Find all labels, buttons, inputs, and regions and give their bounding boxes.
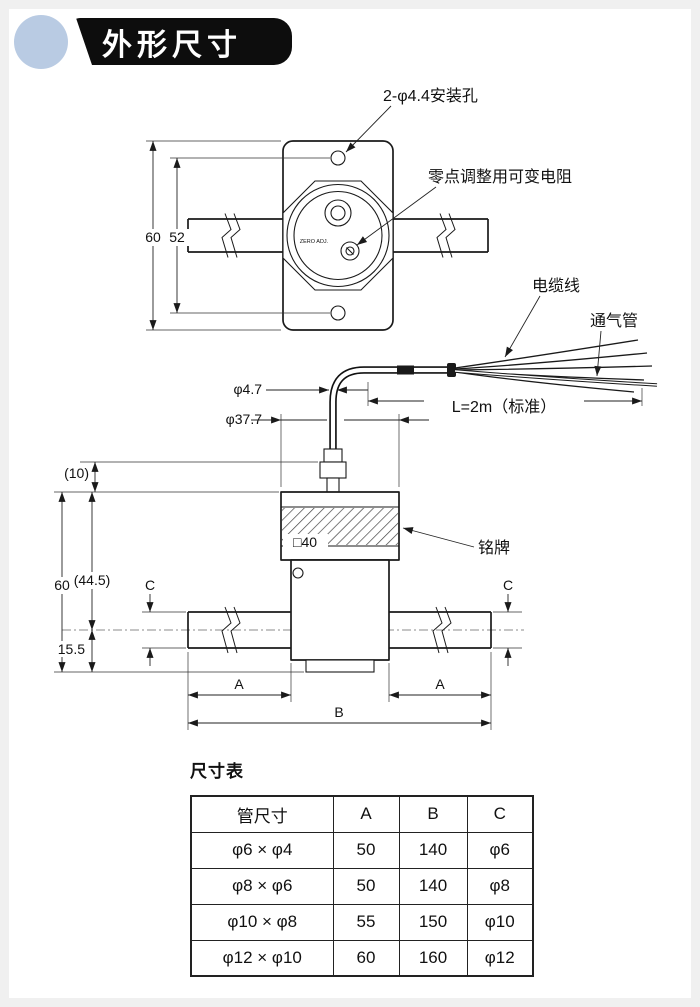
main-body [290, 559, 390, 661]
cell-pipe-size: φ12 × φ10 [190, 939, 334, 977]
col-header-b: B [398, 795, 468, 833]
dim-neck-height: (10) [64, 465, 89, 481]
cell-pipe-size: φ10 × φ8 [190, 903, 334, 941]
dim-body-square: □40 [293, 534, 317, 550]
col-header-a: A [332, 795, 400, 833]
cable-ferrule [397, 365, 414, 375]
cell-b: 140 [398, 867, 468, 905]
sensor-body-octagon [282, 180, 394, 291]
cable [329, 366, 452, 452]
table-row: φ6 × φ4 50 140 φ6 [190, 831, 534, 869]
pipe-break-symbol [432, 606, 452, 654]
dim-c-left: C [145, 577, 155, 593]
cell-b: 150 [398, 903, 468, 941]
col-header-c: C [466, 795, 534, 833]
front-view: ZERO ADJ. [187, 140, 489, 331]
front-view-labels: 2-φ4.4安装孔 零点调整用可变电阻 [345, 87, 572, 246]
dim-lower-height: 15.5 [58, 641, 85, 657]
cable-length-label: L=2m（标准） [452, 398, 556, 416]
pipe-break-symbol [221, 606, 241, 654]
cell-pipe-size: φ8 × φ6 [190, 867, 334, 905]
dim-cable-dia: φ4.7 [233, 381, 262, 397]
pipe-right-front [393, 213, 489, 258]
front-view-dimensions: 60 52 [139, 140, 330, 331]
zero-adj-text: ZERO ADJ. [300, 239, 329, 245]
mounting-hole-bottom [330, 305, 346, 321]
side-view [62, 339, 658, 673]
zero-adjust-label: 零点调整用可变电阻 [428, 168, 572, 186]
cable-split-wrap [447, 363, 456, 377]
dim-body-height: 60 [54, 577, 70, 593]
nameplate-label: 铭牌 [478, 539, 510, 557]
cell-c: φ12 [466, 939, 534, 977]
dim-52: 52 [169, 229, 185, 245]
page-title-banner: 外形尺寸 [76, 18, 292, 65]
cable-wires [454, 339, 653, 393]
side-view-dimensions: φ4.7 φ37.7 (10) 60 (44.5) [48, 381, 522, 730]
cell-b: 140 [398, 831, 468, 869]
dim-b: B [334, 704, 343, 720]
center-nut [324, 199, 352, 227]
cable-connector [319, 448, 347, 493]
pipe-left-front [187, 213, 283, 258]
header-accent-circle [14, 15, 68, 69]
dim-a-left: A [234, 676, 244, 692]
page-title: 外形尺寸 [102, 28, 242, 62]
zero-adjust-resistor [340, 241, 360, 261]
table-row: φ12 × φ10 60 160 φ12 [190, 939, 534, 977]
table-row: φ10 × φ8 55 150 φ10 [190, 903, 534, 941]
dim-a-right: A [435, 676, 445, 692]
dim-upper-height: (44.5) [74, 572, 111, 588]
cell-b: 160 [398, 939, 468, 977]
dim-60-front: 60 [145, 229, 161, 245]
cell-a: 50 [332, 867, 400, 905]
mounting-holes-label: 2-φ4.4安装孔 [383, 87, 478, 105]
cell-a: 60 [332, 939, 400, 977]
col-header-pipe-size: 管尺寸 [190, 795, 334, 833]
cell-a: 55 [332, 903, 400, 941]
cell-c: φ8 [466, 867, 534, 905]
cell-c: φ6 [466, 831, 534, 869]
cable-label: 电缆线 [532, 277, 580, 295]
mounting-hole-top [330, 150, 346, 166]
cell-pipe-size: φ6 × φ4 [190, 831, 334, 869]
pipe-break-symbol [221, 213, 241, 258]
table-row: φ8 × φ6 50 140 φ8 [190, 867, 534, 905]
dimension-table-section: 尺寸表 管尺寸 A B C φ6 × φ4 50 140 φ6 [190, 757, 534, 977]
dimension-table: 管尺寸 A B C φ6 × φ4 50 140 φ6 φ8 × φ6 50 1… [190, 795, 534, 977]
pipe-right-side [389, 606, 492, 654]
pipe-break-symbol [436, 213, 456, 258]
dim-cap-dia: φ37.7 [226, 411, 263, 427]
cell-a: 50 [332, 831, 400, 869]
dim-c-right: C [503, 577, 513, 593]
table-header-row: 管尺寸 A B C [190, 795, 534, 833]
body-base [305, 659, 375, 673]
cell-c: φ10 [466, 903, 534, 941]
side-view-labels: 电缆线 通气管 L=2m（标准） 铭牌 [367, 277, 643, 557]
table-title: 尺寸表 [190, 762, 244, 781]
pipe-left-side [187, 606, 291, 654]
certification-mark [292, 567, 304, 579]
vent-tube-label: 通气管 [590, 312, 638, 330]
